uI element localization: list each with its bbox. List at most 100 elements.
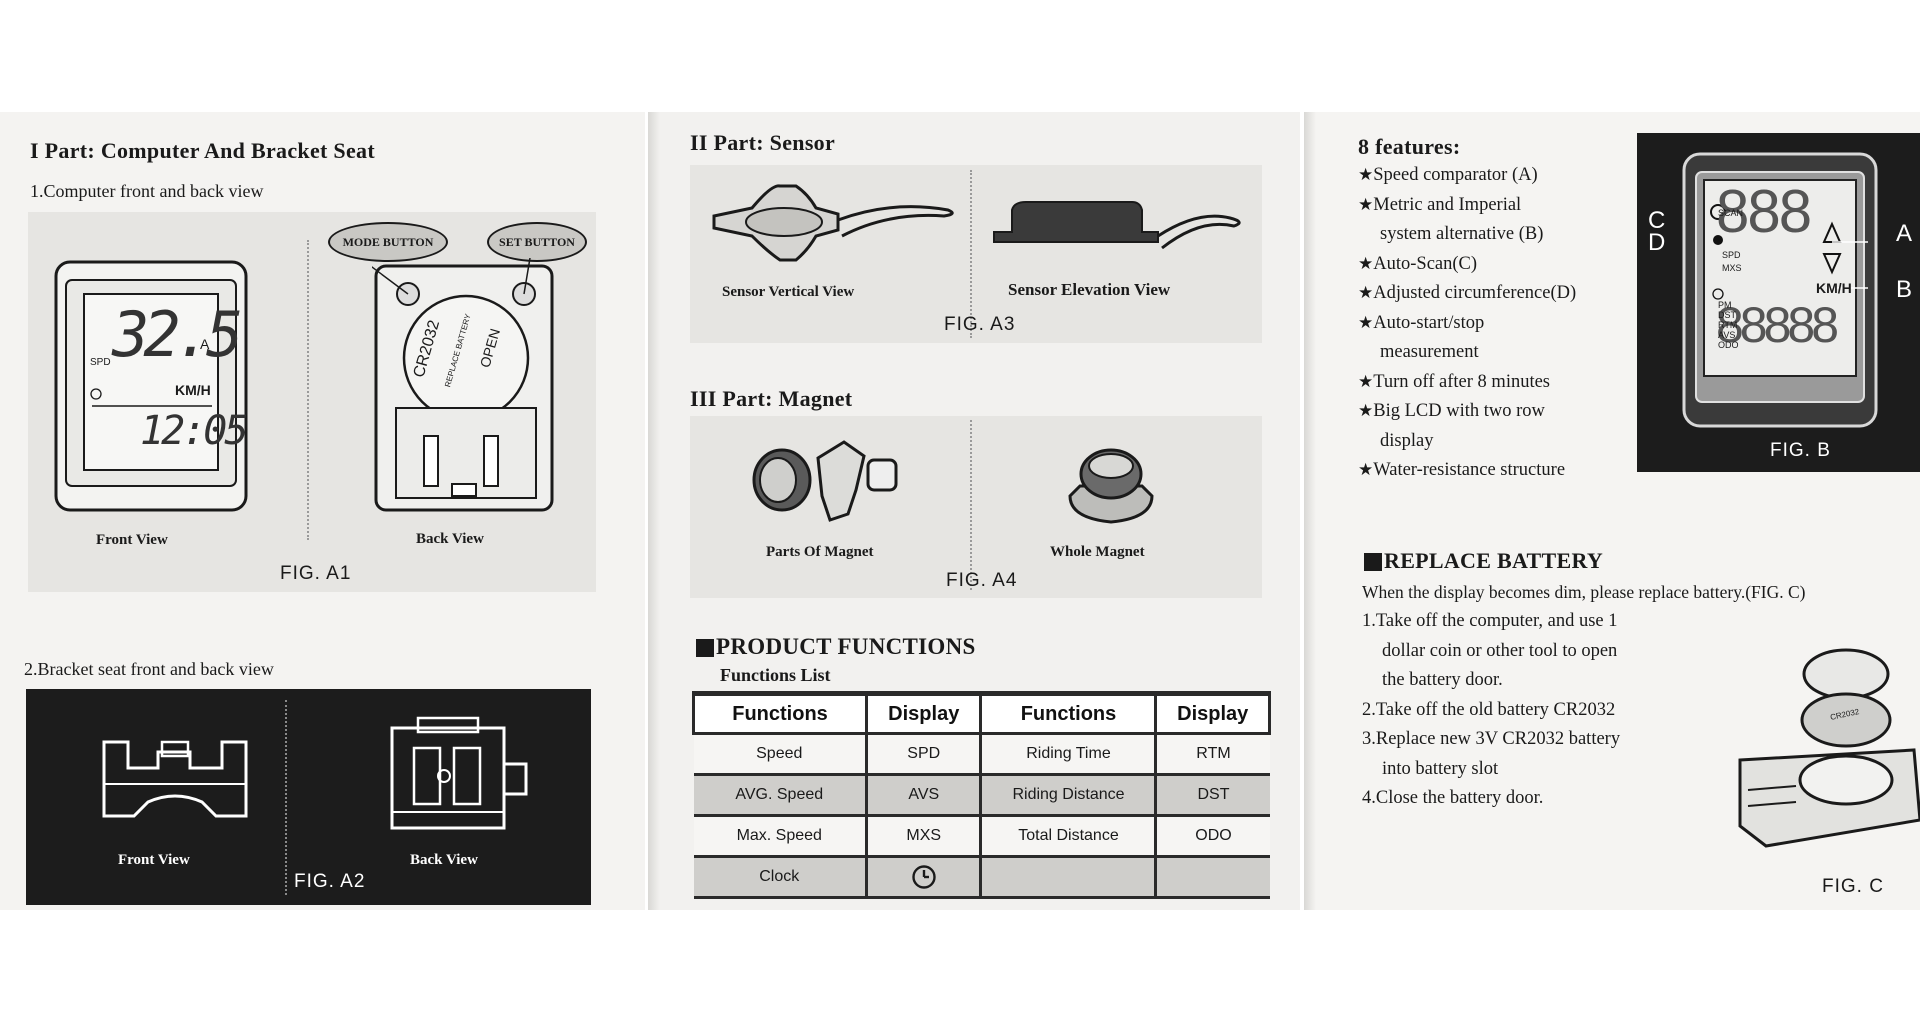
set-button-callout: SET BUTTON [487,222,587,262]
table-cell: DST [1154,773,1270,817]
page-fold-shadow [1304,112,1316,910]
sensor-elevation-label: Sensor Elevation View [1008,280,1171,299]
divider [970,420,972,590]
sensor-elevation-illustration [993,201,1241,250]
bracket-front-illustration [102,740,248,818]
bracket-front-label: Front View [118,852,190,868]
sensor-vertical-label: Sensor Vertical View [722,284,855,300]
part3-title: III Part: Magnet [690,386,853,411]
whole-magnet-illustration [1068,448,1154,524]
lcd-speed-suffix: A [200,336,210,352]
lcd-spd-label: SPD [1722,250,1741,260]
table-cell: Riding Distance [979,773,1156,817]
clock-icon [912,865,936,889]
features-title: 8 features: [1358,134,1461,159]
list-item: ★Auto-Scan(C) [1358,253,1478,274]
magnet-parts-label: Parts Of Magnet [766,544,874,560]
functions-table: Functions Display Functions Display Spee… [691,691,1271,899]
battery-replacement-illustration [1738,648,1920,848]
table-header: Functions [979,691,1158,735]
magnet-parts-illustration [752,440,898,522]
callout-d: D [1648,229,1666,256]
replace-steps-list: 1.Take off the computer, and use 1 dolla… [1362,607,1620,814]
table-cell: AVS [865,773,981,817]
lcd-time-digits: 12:05 [140,408,248,454]
bracket-back-label: Back View [410,852,478,868]
section-marker [1364,553,1382,571]
table-cell: Speed [693,732,867,776]
fig-a2-panel [26,689,591,905]
mode-button-callout: MODE BUTTON [328,222,448,262]
list-item: ★Metric and Imperial [1358,194,1522,215]
callout-b: B [1896,276,1913,303]
lcd-display-illustration [1682,152,1878,428]
sensor-vertical-illustration [712,184,954,262]
table-cell: ODO [1154,814,1270,858]
table-cell: Total Distance [979,814,1156,858]
table-cell: SPD [865,732,981,776]
lcd-top-digits: 888 [1716,178,1812,245]
list-item-continued: dollar coin or other tool to open [1382,640,1618,661]
fig-a3-label: FIG. A3 [944,314,1016,335]
divider [970,170,972,338]
fig-a2-label: FIG. A2 [294,871,366,892]
table-cell: AVG. Speed [693,773,867,817]
page-fold-shadow [648,112,660,910]
features-list: ★Speed comparator (A) ★Metric and Imperi… [1358,161,1576,486]
lcd-avs-label: AVS [1718,330,1736,340]
list-item: ★Turn off after 8 minutes [1358,371,1551,392]
list-item: 1.Take off the computer, and use 1 [1362,611,1618,631]
lcd-unit-label: KM/H [175,382,211,398]
table-cell: Max. Speed [693,814,867,858]
section-marker [696,639,714,657]
fig-b-label: FIG. B [1770,440,1831,461]
callout-letters-left: C D [1648,207,1666,256]
list-item: 3.Replace new 3V CR2032 battery [1362,729,1621,749]
computer-front-illustration [54,260,248,512]
front-view-label: Front View [96,532,168,548]
table-row: Speed SPD Riding Time RTM [693,732,1270,776]
table-header: Display [1154,691,1271,735]
list-item-continued: into battery slot [1382,758,1499,779]
divider [307,240,309,540]
table-row: Clock [693,855,1270,899]
part1-title: I Part: Computer And Bracket Seat [30,138,375,163]
functions-list-subtitle: Functions List [720,665,831,685]
lcd-mxs-label: MXS [1722,263,1742,273]
table-cell: Riding Time [979,732,1156,776]
whole-magnet-label: Whole Magnet [1050,544,1145,560]
lcd-pm-label: PM [1718,300,1732,310]
lcd-rtm-label: RTM [1718,320,1738,330]
lcd-scan-label: SCAN [1718,208,1744,218]
product-functions-title: PRODUCT FUNCTIONS [716,634,976,659]
lcd-mode-labels: PM DST RTM AVS ODO [1718,300,1739,350]
table-cell: MXS [865,814,981,858]
lcd-dst-label: DST [1718,310,1736,320]
section1-heading: 1.Computer front and back view [30,181,264,201]
lcd-speed-digits: 32.5 [112,298,243,371]
table-row: Max. Speed MXS Total Distance ODO [693,814,1270,858]
fig-c-label: FIG. C [1822,876,1884,897]
list-item-continued: system alternative (B) [1380,224,1544,244]
bracket-back-illustration [390,716,528,830]
list-item: ★Auto-start/stop [1358,312,1485,333]
list-item-continued: measurement [1380,342,1479,362]
replace-battery-intro: When the display becomes dim, please rep… [1362,582,1806,602]
back-view-label: Back View [416,531,484,547]
table-cell [979,855,1156,899]
list-item: ★Adjusted circumference(D) [1358,283,1577,303]
table-header-row: Functions Display Functions Display [691,691,1271,735]
table-cell [865,855,981,899]
table-header: Functions [691,691,869,735]
table-cell: Clock [693,855,867,899]
callout-c: C [1648,207,1666,234]
table-cell: RTM [1154,732,1270,776]
lcd-spd-label: SPD [90,357,111,368]
list-item: 2.Take off the old battery CR2032 [1362,699,1616,720]
table-header: Display [865,691,983,735]
lcd-bottom-digits: 88888 [1716,297,1839,353]
table-row: AVG. Speed AVS Riding Distance DST [693,773,1270,817]
computer-back-illustration [372,258,554,512]
list-item-continued: display [1380,430,1434,451]
fig-a4-label: FIG. A4 [946,570,1018,591]
